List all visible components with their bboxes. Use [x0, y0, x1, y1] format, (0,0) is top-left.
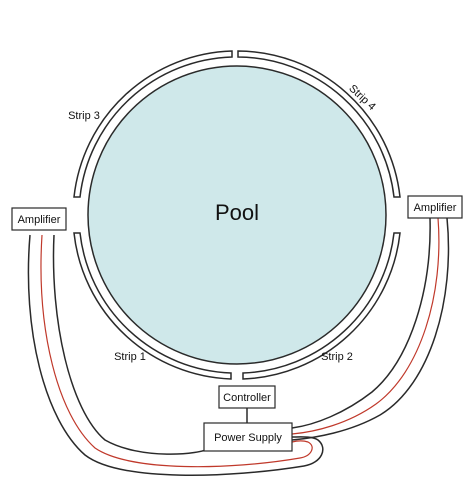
controller-box — [218, 385, 276, 409]
power-supply: Power Supply — [203, 422, 293, 452]
strip-channels — [73, 50, 401, 380]
strip-2-label: Strip 2 — [321, 351, 353, 363]
controller: Controller — [218, 385, 276, 409]
black-cables — [27, 217, 450, 476]
amplifier-left-box — [11, 207, 67, 231]
left-red-wire — [40, 234, 313, 468]
right-cable-inner — [291, 217, 431, 429]
amplifier-right-box — [407, 195, 463, 219]
right-cable-outer — [291, 217, 450, 441]
power-supply-box — [203, 422, 293, 452]
strip-1-channel — [73, 232, 232, 380]
strip-4-channel — [237, 50, 401, 198]
right-red-wire — [291, 217, 440, 435]
pool-label: Pool — [215, 200, 259, 225]
pool-water — [87, 65, 387, 365]
strip-2-channel — [242, 232, 401, 380]
amplifier-left: Amplifier — [11, 207, 67, 231]
amplifier-right: Amplifier — [407, 195, 463, 219]
strip-1-label: Strip 1 — [114, 351, 146, 363]
strip-3-channel — [73, 50, 233, 198]
left-cable-outer — [27, 234, 324, 476]
left-cable-inner — [52, 234, 211, 455]
strip-3-label: Strip 3 — [68, 110, 100, 122]
controller-label: Controller — [223, 392, 271, 404]
amplifier-left-label: Amplifier — [18, 214, 61, 226]
power-supply-label: Power Supply — [214, 432, 282, 444]
red-wires — [40, 217, 440, 468]
amplifier-right-label: Amplifier — [414, 202, 457, 214]
